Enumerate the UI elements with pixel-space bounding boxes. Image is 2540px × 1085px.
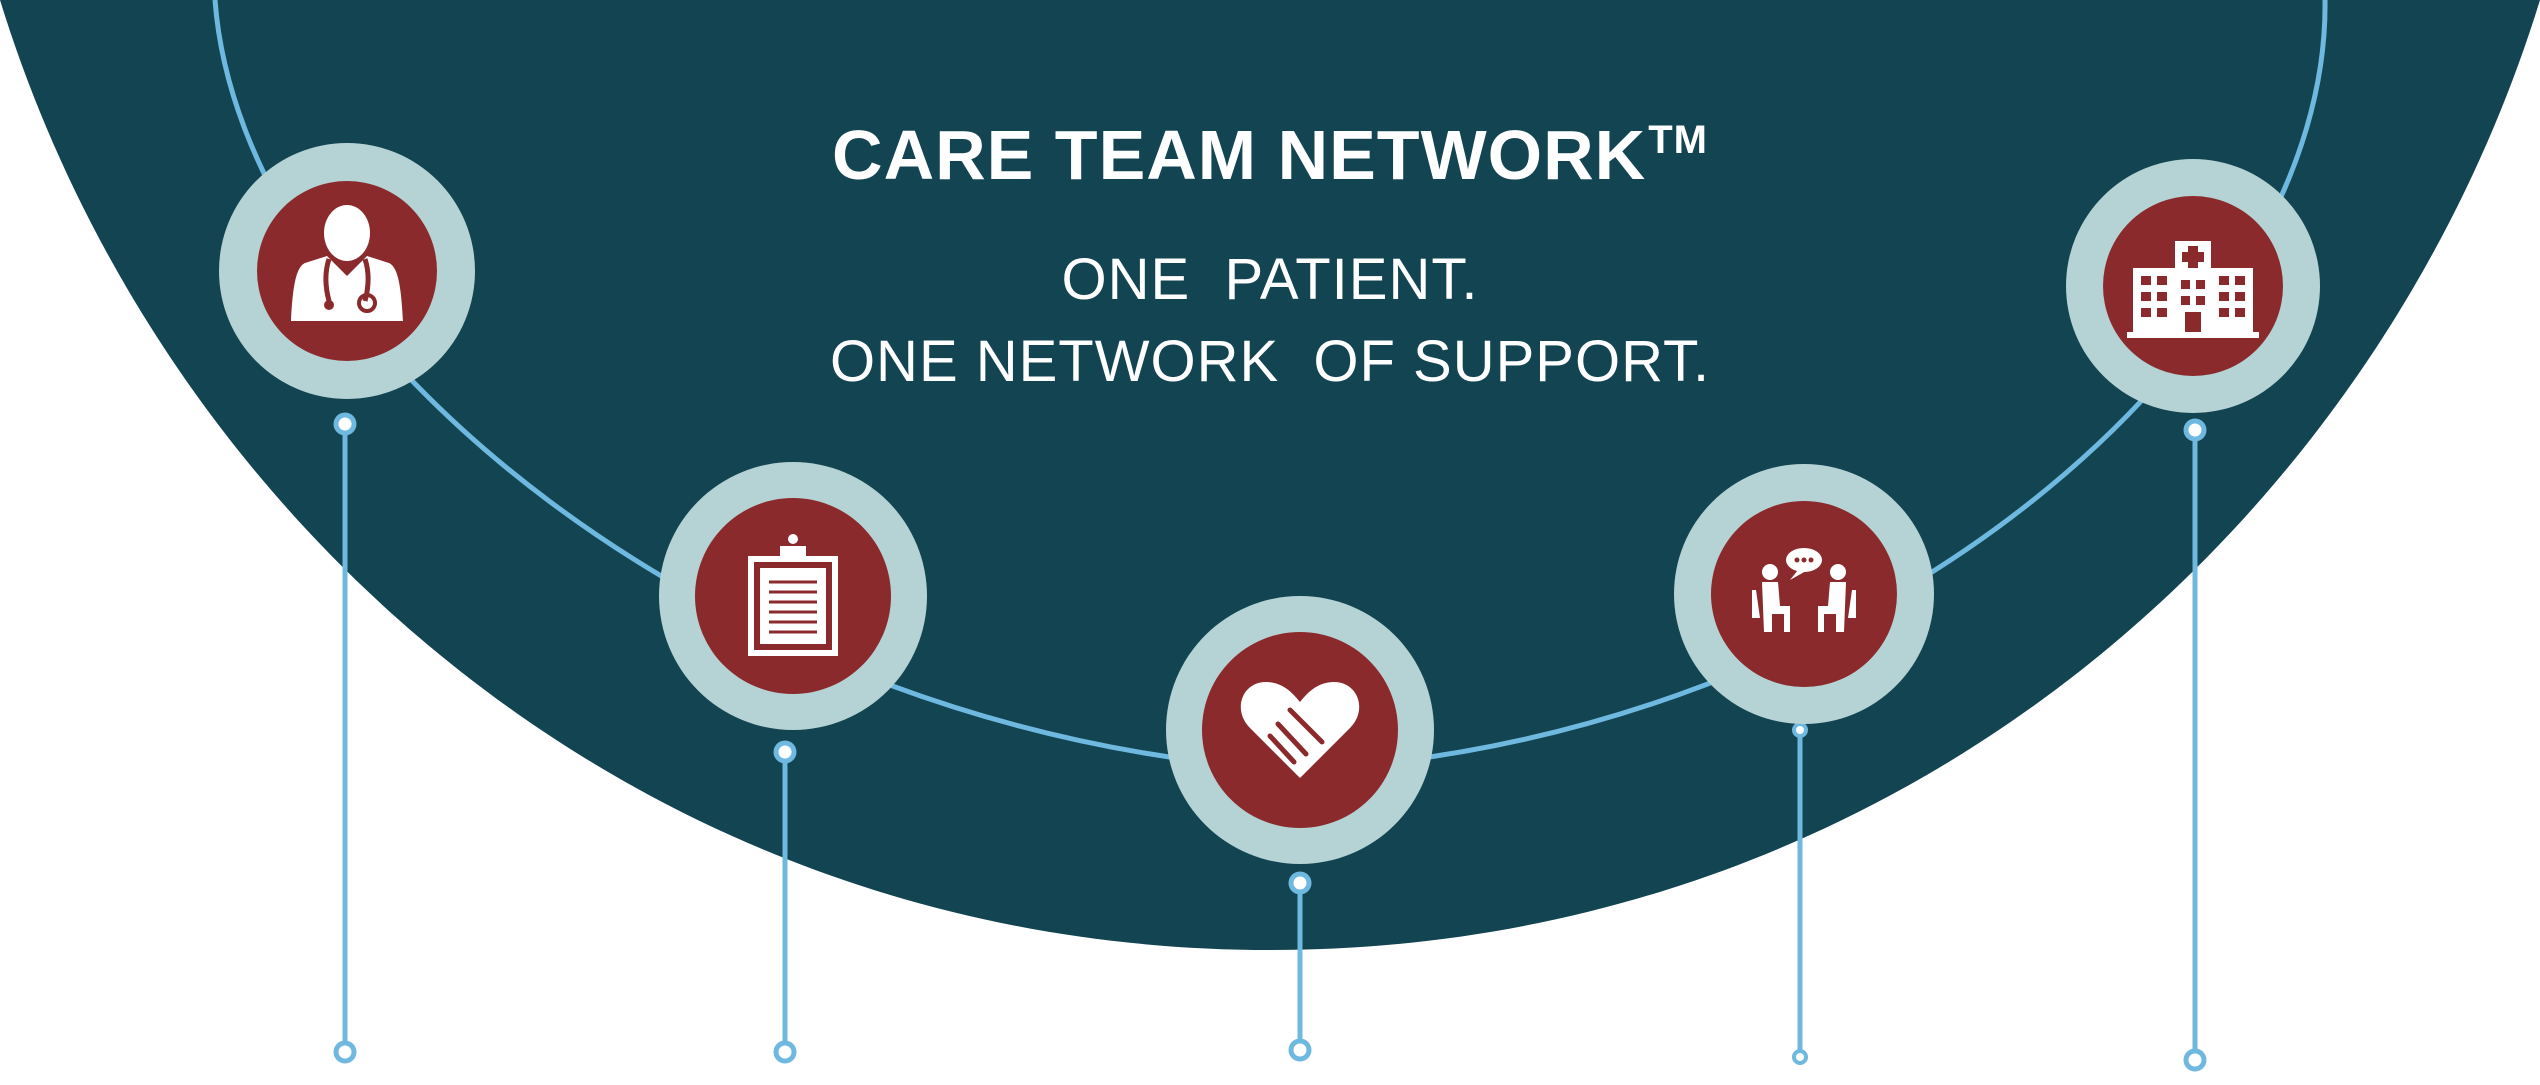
tagline-line-1: ONE PATIENT. [1061, 247, 1479, 312]
clipboard-icon [748, 534, 838, 656]
dome-background [0, 0, 2540, 950]
drop-line-doctor [333, 412, 357, 1064]
node-heart [1166, 596, 1434, 864]
node-clipboard [659, 462, 927, 730]
page-title: CARE TEAM NETWORKTM [0, 95, 2540, 200]
trademark-mark: TM [1648, 118, 1708, 162]
heart-handshake-icon [1240, 682, 1360, 778]
drop-line-heart [1288, 871, 1312, 1062]
drop-line-counseling [1792, 722, 1808, 1065]
drop-line-hospital [2183, 418, 2207, 1072]
tagline-line-2: ONE NETWORK OF SUPPORT. [829, 329, 1711, 394]
node-counseling [1674, 464, 1934, 724]
counseling-conversation-icon [1752, 548, 1856, 632]
drop-line-clipboard [773, 740, 797, 1064]
node-doctor [219, 143, 475, 399]
title-text: CARE TEAM NETWORK [832, 116, 1647, 194]
drop-lines [333, 412, 2207, 1072]
node-hospital [2066, 159, 2320, 413]
doctor-icon [291, 205, 403, 321]
hospital-icon [2127, 241, 2259, 338]
